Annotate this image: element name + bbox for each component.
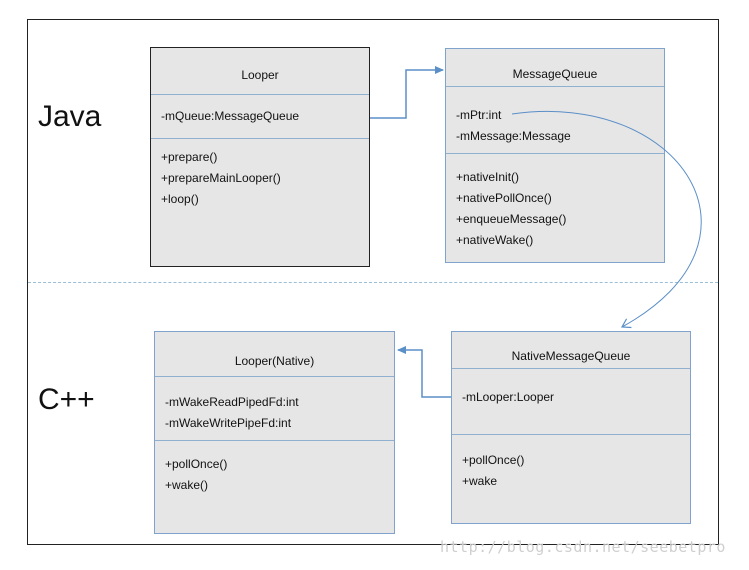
java-section-label: Java	[38, 100, 102, 133]
native-message-queue-title-separator	[452, 368, 690, 369]
message-queue-method: +nativePollOnce()	[456, 191, 552, 205]
looper-fields-separator	[151, 138, 369, 139]
looper-native-method: +pollOnce()	[165, 457, 228, 471]
looper-class-box: Looper -mQueue:MessageQueue +prepare() +…	[150, 47, 370, 267]
native-message-queue-method: +pollOnce()	[462, 453, 525, 467]
looper-native-method: +wake()	[165, 478, 209, 492]
message-queue-title-separator	[446, 86, 664, 87]
native-message-queue-field: -mLooper:Looper	[462, 390, 555, 404]
message-queue-method: +enqueueMessage()	[456, 212, 567, 226]
native-message-queue-to-looper-native-connector	[397, 346, 451, 398]
message-queue-field: -mPtr:int	[456, 108, 502, 122]
looper-native-class-box: Looper(Native) -mWakeReadPipedFd:int -mW…	[154, 331, 395, 534]
native-message-queue-class-box: NativeMessageQueue -mLooper:Looper +poll…	[451, 331, 691, 524]
watermark: http://blog.csdn.net/seebetpro	[440, 538, 726, 556]
looper-method: +loop()	[161, 192, 199, 206]
message-queue-fields-separator	[446, 153, 664, 154]
message-queue-method: +nativeWake()	[456, 233, 534, 247]
native-message-queue-class-title: NativeMessageQueue	[511, 349, 631, 363]
message-queue-method: +nativeInit()	[456, 170, 520, 184]
looper-native-class-title: Looper(Native)	[234, 354, 315, 368]
cpp-section-label: C++	[38, 383, 95, 416]
mptr-to-native-message-queue-curve	[511, 110, 702, 329]
native-message-queue-method: +wake	[462, 474, 498, 488]
looper-method: +prepareMainLooper()	[161, 171, 281, 185]
looper-class-title: Looper	[241, 68, 279, 82]
looper-native-field: -mWakeReadPipedFd:int	[165, 395, 299, 409]
looper-native-title-separator	[155, 376, 394, 377]
message-queue-field: -mMessage:Message	[456, 129, 571, 143]
message-queue-class-title: MessageQueue	[512, 67, 598, 81]
looper-to-message-queue-connector	[370, 66, 444, 119]
diagram-frame	[27, 19, 719, 545]
native-message-queue-fields-separator	[452, 434, 690, 435]
message-queue-class-box: MessageQueue -mPtr:int -mMessage:Message…	[445, 48, 665, 263]
looper-method: +prepare()	[161, 150, 218, 164]
language-divider	[28, 282, 718, 283]
looper-title-separator	[151, 94, 369, 95]
looper-native-fields-separator	[155, 440, 394, 441]
looper-native-field: -mWakeWritePipeFd:int	[165, 416, 292, 430]
looper-field: -mQueue:MessageQueue	[161, 109, 300, 123]
